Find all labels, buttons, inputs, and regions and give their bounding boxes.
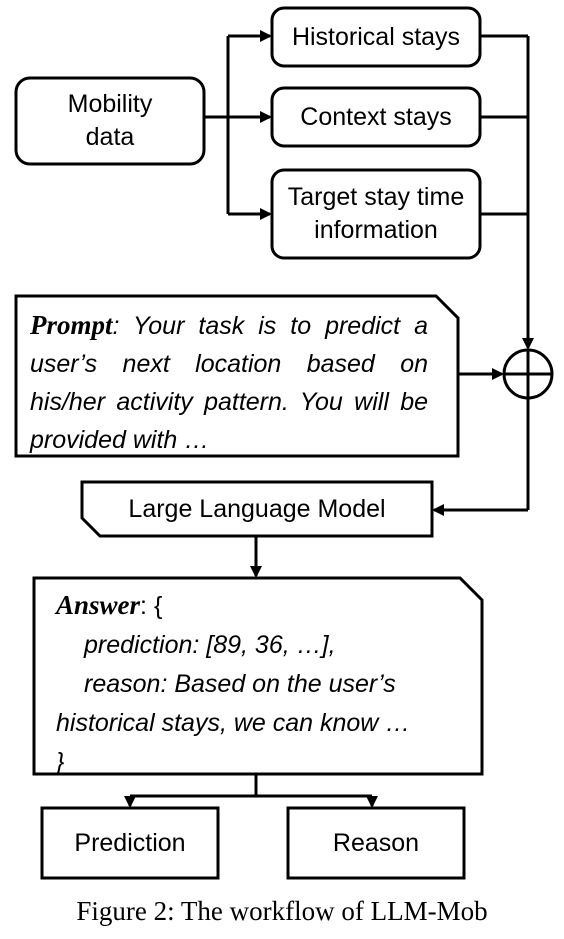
answer-open-brace: : {	[140, 592, 163, 620]
prompt-box	[14, 294, 460, 458]
answer-reason-continuation: historical stays, we can know …	[56, 709, 411, 737]
prediction-box	[40, 806, 220, 880]
answer-close-brace: }	[56, 748, 65, 776]
answer-keyword: Answer	[56, 590, 141, 620]
mobility-data-label: Mobility data	[16, 78, 204, 164]
historical-stays-label: Historical stays	[291, 22, 461, 51]
answer-box	[32, 576, 484, 776]
context-stays-label: Context stays	[300, 102, 452, 131]
prompt-body: : Your task is to predict a user’s next …	[30, 312, 428, 454]
figure-caption: Figure 2: The workflow of LLM-Mob	[76, 896, 488, 926]
prompt-keyword: Prompt	[30, 310, 113, 340]
mobility-data-box	[14, 76, 206, 166]
target-stay-label: Target stay time information	[272, 170, 480, 258]
llm-box	[80, 480, 434, 538]
answer-header-line: Answer: {	[56, 586, 476, 626]
mobility-data-line2: data	[85, 123, 135, 151]
reason-box	[286, 806, 466, 880]
answer-prediction-line: prediction: [89, 36, …],	[84, 631, 336, 659]
prompt-text: Prompt: Your task is to predict a user’s…	[30, 306, 428, 459]
mobility-data-line1: Mobility	[67, 90, 153, 118]
prediction-label: Prediction	[74, 828, 186, 857]
answer-text: Answer: { prediction: [89, 36, …], reaso…	[56, 586, 476, 782]
llm-label: Large Language Model	[128, 494, 386, 523]
answer-reason-line: reason: Based on the user’s	[84, 670, 396, 698]
reason-label: Reason	[332, 828, 420, 857]
target-stay-line1: Target stay time	[287, 183, 465, 211]
target-stay-line2: information	[314, 216, 438, 244]
